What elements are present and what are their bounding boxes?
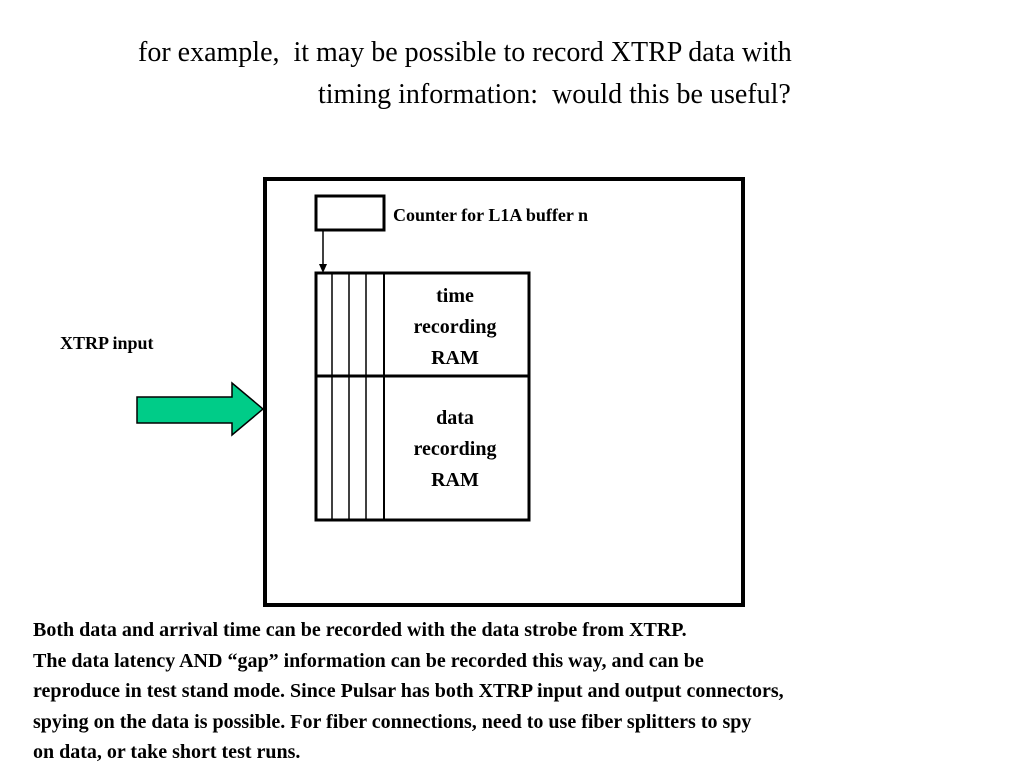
counter-box — [314, 194, 386, 232]
data-ram-label-line: recording — [413, 438, 497, 460]
time-ram-label-line: RAM — [431, 347, 479, 369]
slide-title-line-2: timing information: would this be useful… — [318, 79, 791, 110]
explanation-line: spying on the data is possible. For fibe… — [33, 710, 752, 733]
xtrp-input-arrow — [136, 381, 265, 437]
ram-block — [314, 271, 531, 522]
time-ram-label-line: time — [436, 285, 474, 307]
data-recording-ram-label: data recording RAM — [385, 403, 525, 496]
xtrp-input-label: XTRP input — [60, 333, 154, 353]
pulsar-board-box — [263, 177, 745, 607]
data-ram-label-line: data — [436, 407, 474, 429]
explanation-text: Both data and arrival time can be record… — [33, 615, 1008, 768]
explanation-line: The data latency AND “gap” information c… — [33, 649, 704, 672]
data-ram-label-line: RAM — [431, 469, 479, 491]
explanation-line: on data, or take short test runs. — [33, 741, 301, 763]
time-recording-ram-label: time recording RAM — [385, 281, 525, 374]
counter-arrow-head — [319, 264, 327, 273]
slide-title-line-1: for example, it may be possible to recor… — [138, 37, 792, 68]
counter-label: Counter for L1A buffer n — [393, 205, 589, 225]
time-ram-label-line: recording — [413, 316, 497, 338]
explanation-line: Both data and arrival time can be record… — [33, 619, 687, 641]
explanation-line: reproduce in test stand mode. Since Puls… — [33, 680, 784, 702]
